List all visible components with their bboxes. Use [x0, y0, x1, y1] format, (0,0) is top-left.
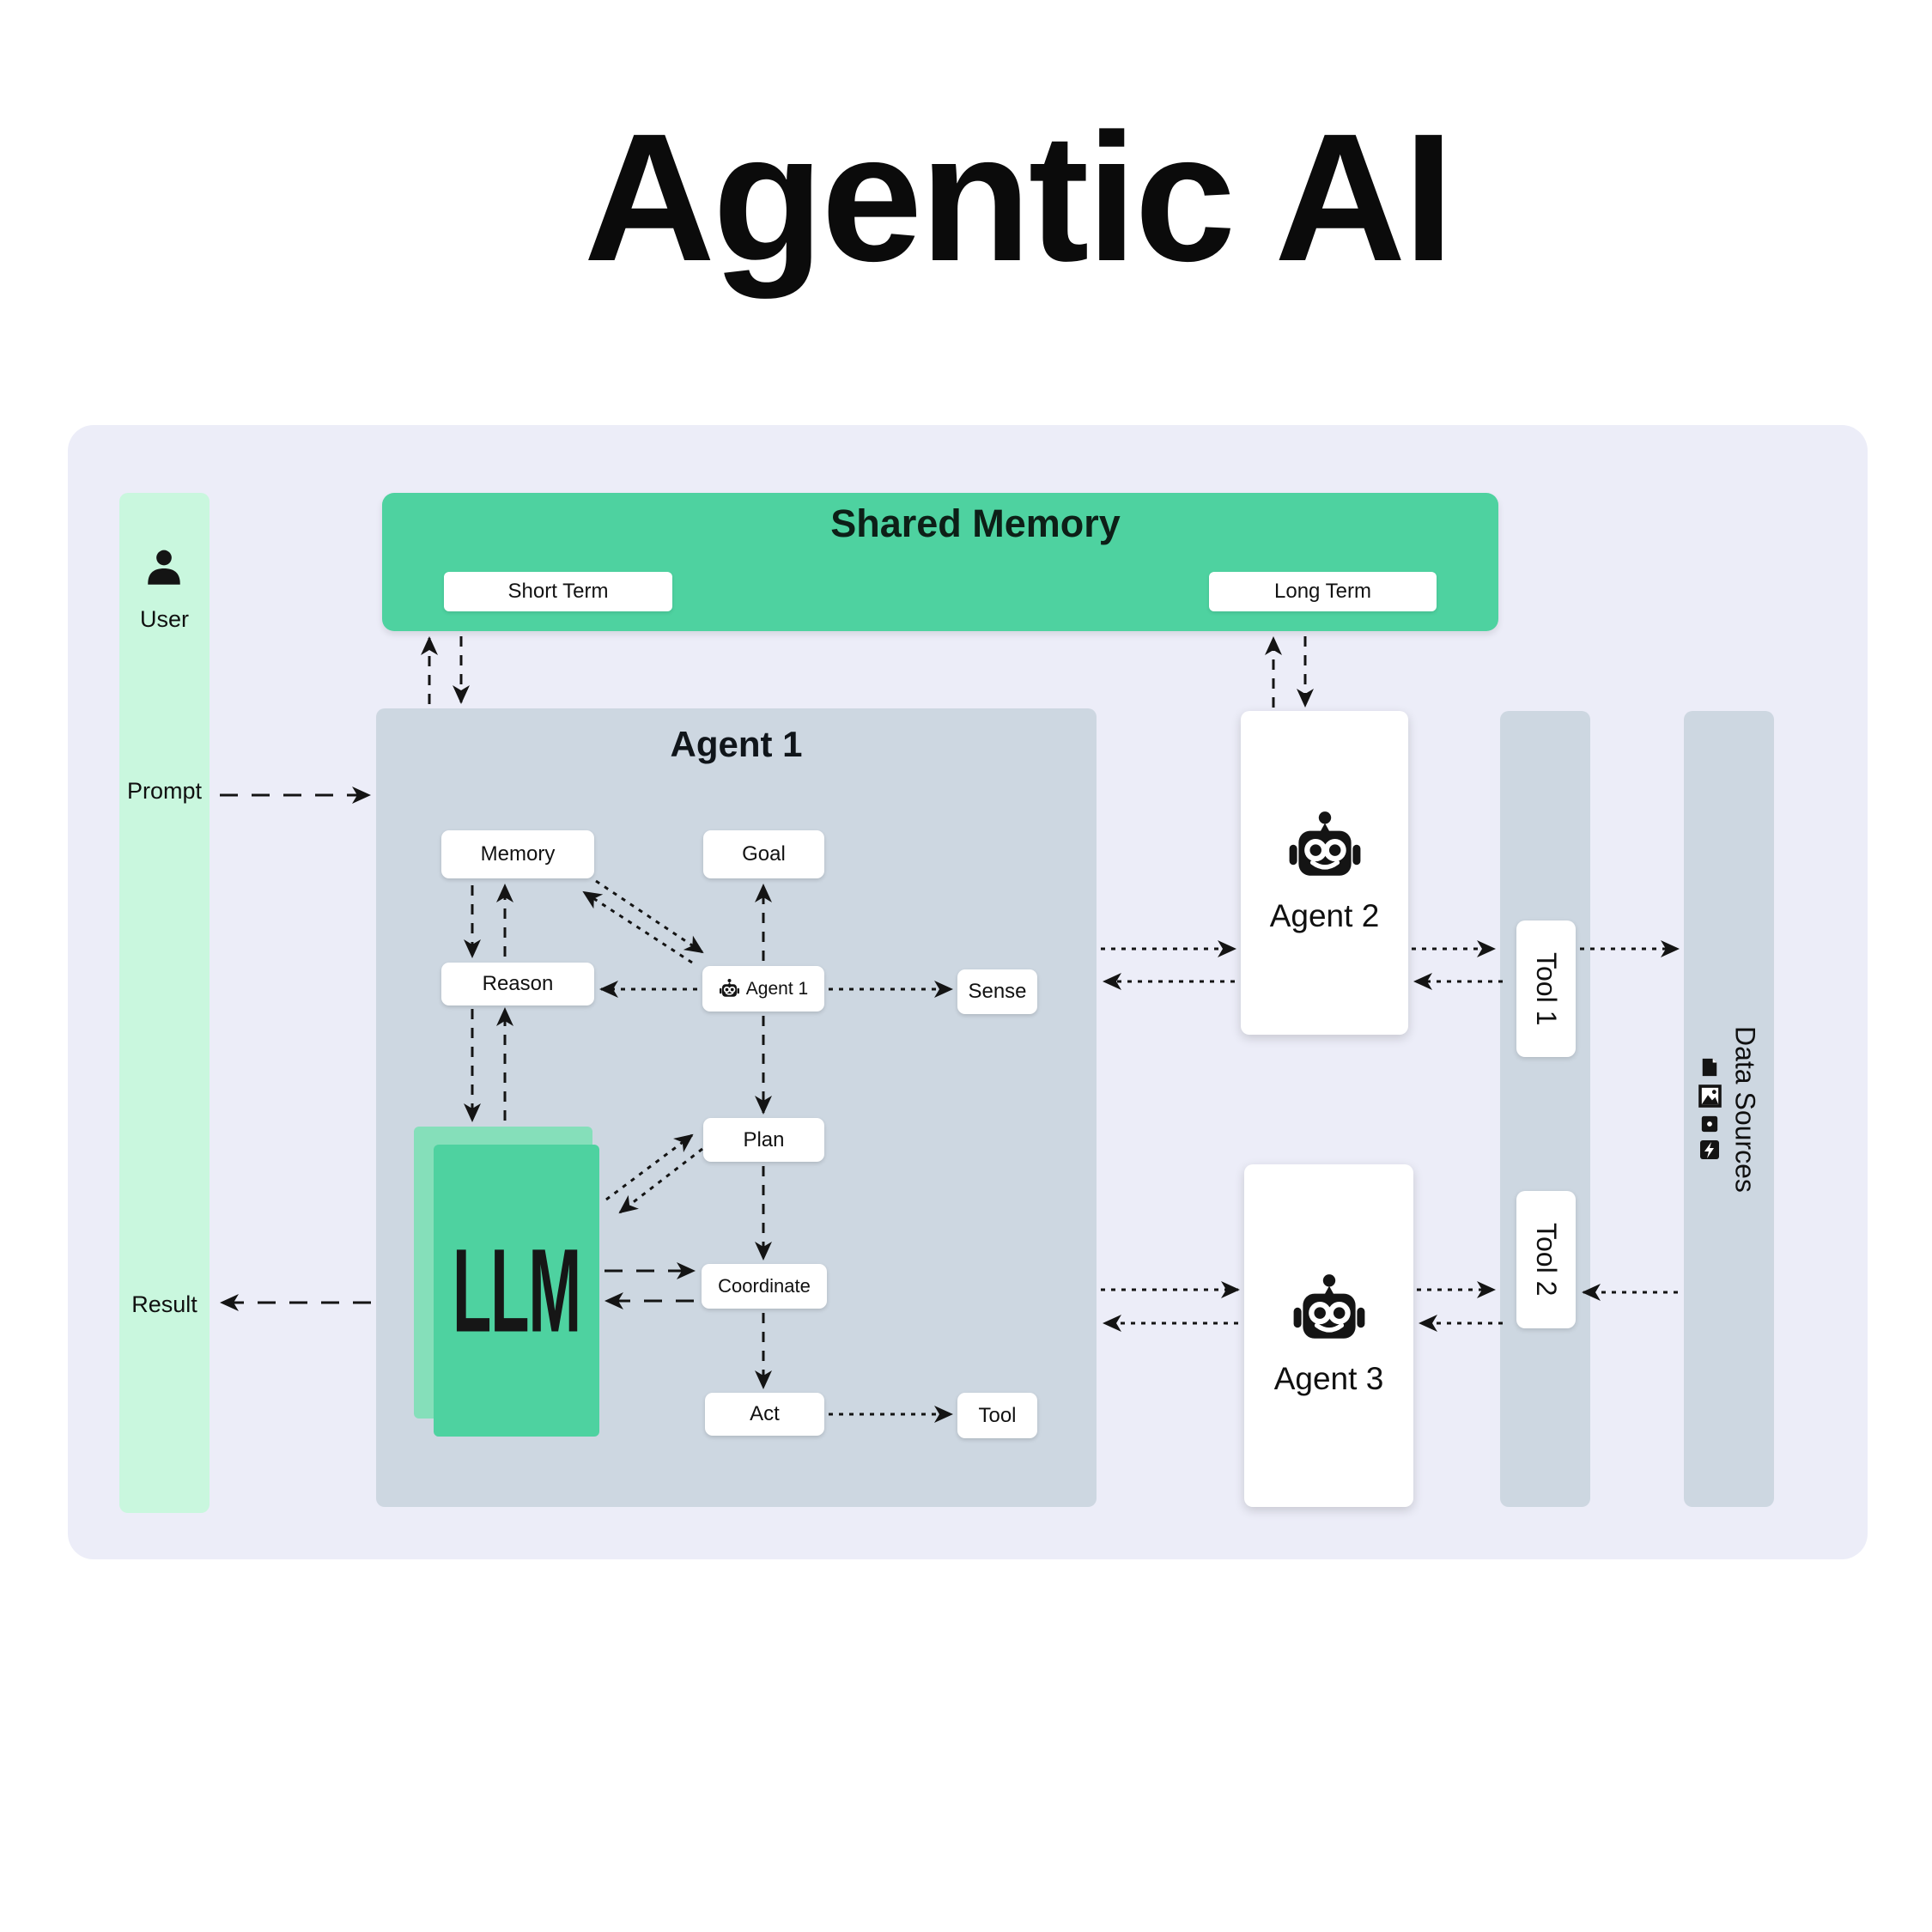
llm-label: LLM — [452, 1224, 581, 1358]
coordinate-node: Coordinate — [702, 1264, 827, 1309]
result-label: Result — [131, 1291, 197, 1317]
long-term-box: Long Term — [1209, 572, 1437, 611]
memory-node: Memory — [441, 830, 594, 878]
data-sources-column: Data Sources — [1684, 711, 1774, 1507]
sense-node: Sense — [957, 969, 1037, 1014]
act-node: Act — [705, 1393, 824, 1436]
user-rail — [119, 493, 210, 1513]
agent2-card: Agent 2 — [1241, 711, 1408, 1035]
agent1-node: Agent 1 — [702, 966, 824, 1012]
agent1-node-label: Agent 1 — [745, 978, 809, 999]
tool2-label: Tool 2 — [1531, 1223, 1562, 1297]
tool1-label: Tool 1 — [1531, 951, 1562, 1026]
agent3-card: Agent 3 — [1244, 1164, 1413, 1507]
tool2-box: Tool 2 — [1516, 1191, 1576, 1328]
image-icon — [1698, 1084, 1722, 1108]
goal-node: Goal — [703, 830, 824, 878]
data-source-icons — [1698, 1058, 1722, 1160]
robot-icon — [1291, 1274, 1368, 1346]
llm-box: LLM — [434, 1145, 599, 1437]
user-icon — [142, 546, 186, 591]
database-icon — [1701, 1115, 1718, 1133]
plan-node: Plan — [703, 1118, 824, 1162]
prompt-label: Prompt — [126, 778, 203, 804]
agent1-title: Agent 1 — [670, 724, 803, 764]
short-term-box: Short Term — [444, 572, 672, 611]
tool-column — [1500, 711, 1590, 1507]
page-title: Agentic AI — [583, 95, 1454, 299]
robot-icon — [1286, 811, 1364, 883]
data-sources-label: Data Sources — [1729, 1025, 1761, 1193]
reason-node: Reason — [441, 963, 594, 1005]
user-label: User — [139, 606, 189, 632]
document-icon — [1702, 1058, 1717, 1077]
agent3-label: Agent 3 — [1273, 1361, 1384, 1396]
lightning-icon — [1700, 1140, 1719, 1159]
tool-node: Tool — [957, 1393, 1037, 1438]
tool1-box: Tool 1 — [1516, 920, 1576, 1057]
shared-memory-title: Shared Memory — [830, 501, 1121, 545]
agent2-label: Agent 2 — [1269, 898, 1380, 933]
robot-icon — [719, 979, 740, 999]
